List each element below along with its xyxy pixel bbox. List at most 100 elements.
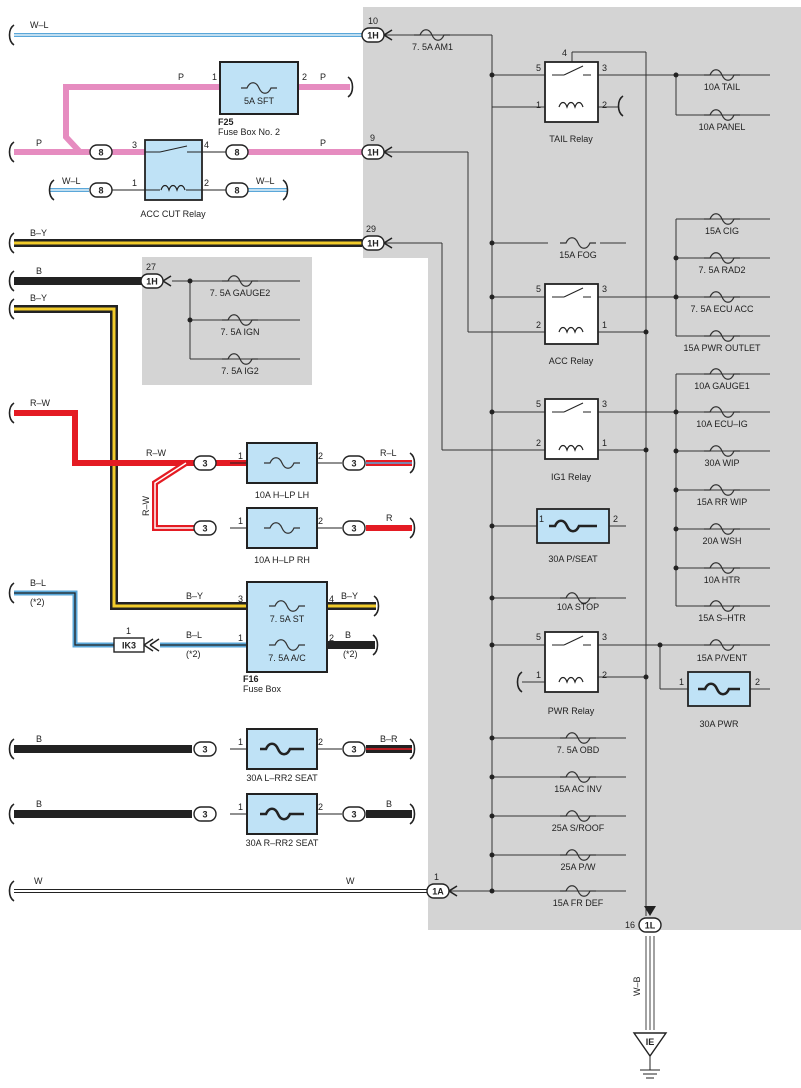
r-rr2-seat-box [230,793,342,835]
svg-text:1: 1 [212,72,217,82]
svg-text:25A P/W: 25A P/W [560,862,596,872]
svg-text:2: 2 [613,514,618,524]
connector-3-f: 3 [342,741,366,757]
svg-text:5: 5 [536,63,541,73]
svg-text:2: 2 [204,178,209,188]
ig1-relay [544,398,599,460]
svg-text:4: 4 [329,594,334,604]
svg-text:2: 2 [536,320,541,330]
svg-text:3: 3 [602,284,607,294]
svg-text:1H: 1H [367,148,379,158]
svg-text:7. 5A A/C: 7. 5A A/C [268,653,306,663]
svg-text:5: 5 [536,399,541,409]
connector-1h-29: 1H 29 [361,224,393,251]
svg-text:2: 2 [602,100,607,110]
svg-text:7. 5A IGN: 7. 5A IGN [220,327,259,337]
svg-text:1: 1 [238,451,243,461]
svg-text:W–B: W–B [632,976,642,996]
svg-text:3: 3 [351,524,356,534]
svg-text:PWR Relay: PWR Relay [548,706,595,716]
svg-text:P: P [178,72,184,82]
svg-text:1: 1 [238,516,243,526]
connector-8-a: 8 [89,144,113,160]
svg-text:5: 5 [536,284,541,294]
svg-text:4: 4 [562,48,567,58]
connector-3-h: 3 [342,806,366,822]
svg-text:10: 10 [368,16,378,26]
connector-1h-27: 1H 27 [140,262,172,289]
svg-text:1: 1 [434,872,439,882]
svg-text:15A S–HTR: 15A S–HTR [698,613,746,623]
ground-ie: IE [632,1032,668,1079]
svg-text:TAIL Relay: TAIL Relay [549,134,593,144]
p-seat-box [536,508,610,544]
component-labels: 7. 5A AM1 5A SFT F25 Fuse Box No. 2 10A … [140,42,761,908]
svg-text:10A H–LP LH: 10A H–LP LH [255,490,309,500]
svg-text:1H: 1H [146,277,158,287]
connector-8-c: 8 [89,182,113,198]
svg-text:W–L: W–L [256,176,275,186]
connector-3-e: 3 [193,741,217,757]
svg-text:1: 1 [539,514,544,524]
svg-text:B–L: B–L [30,578,46,588]
acc-relay [544,283,599,345]
svg-text:1: 1 [536,670,541,680]
svg-text:W: W [34,876,43,886]
svg-text:9: 9 [370,133,375,143]
svg-text:R–W: R–W [141,495,151,516]
svg-text:1H: 1H [367,239,379,249]
svg-text:1A: 1A [432,887,444,897]
svg-text:7. 5A RAD2: 7. 5A RAD2 [698,265,745,275]
connector-3-c: 3 [193,520,217,536]
svg-text:1H: 1H [367,31,379,41]
svg-text:P: P [320,72,326,82]
svg-text:W: W [346,876,355,886]
svg-text:Fuse Box No. 2: Fuse Box No. 2 [218,127,280,137]
svg-text:3: 3 [202,459,207,469]
svg-text:7. 5A ST: 7. 5A ST [270,614,305,624]
svg-text:P: P [36,138,42,148]
svg-text:3: 3 [351,459,356,469]
svg-text:15A AC INV: 15A AC INV [554,784,602,794]
svg-text:15A PWR OUTLET: 15A PWR OUTLET [683,343,761,353]
f16-fuse-box [246,581,328,673]
svg-text:W–L: W–L [62,176,81,186]
svg-text:B–L: B–L [186,630,202,640]
svg-text:ACC Relay: ACC Relay [549,356,594,366]
hlp-lh-box [230,442,342,484]
svg-text:B: B [36,799,42,809]
svg-text:Fuse Box: Fuse Box [243,684,282,694]
svg-text:10A ECU–IG: 10A ECU–IG [696,419,748,429]
svg-text:3: 3 [602,399,607,409]
svg-text:30A P/SEAT: 30A P/SEAT [548,554,598,564]
svg-text:(*2): (*2) [30,597,45,607]
svg-text:10A H–LP RH: 10A H–LP RH [254,555,310,565]
svg-text:8: 8 [234,148,239,158]
svg-text:(*2): (*2) [186,649,201,659]
svg-text:1: 1 [132,178,137,188]
connector-1a-1: 1A 1 [426,872,458,899]
svg-text:3: 3 [202,810,207,820]
svg-text:10A TAIL: 10A TAIL [704,82,740,92]
svg-text:10A HTR: 10A HTR [704,575,741,585]
svg-text:IG1 Relay: IG1 Relay [551,472,592,482]
tail-relay [544,61,599,123]
svg-text:B–R: B–R [380,734,398,744]
svg-text:7. 5A GAUGE2: 7. 5A GAUGE2 [210,288,271,298]
svg-text:B: B [345,630,351,640]
svg-text:10A GAUGE1: 10A GAUGE1 [694,381,750,391]
svg-text:20A WSH: 20A WSH [702,536,741,546]
svg-text:8: 8 [98,186,103,196]
svg-text:2: 2 [602,670,607,680]
svg-text:F16: F16 [243,674,259,684]
svg-text:2: 2 [318,737,323,747]
svg-text:3: 3 [602,632,607,642]
svg-text:2: 2 [755,677,760,687]
connector-8-b: 8 [225,144,249,160]
svg-text:3: 3 [202,745,207,755]
wire-labels: W–L P P P P W–L W–L B–Y B B–Y R–W R–W R–… [30,20,642,996]
connector-3-g: 3 [193,806,217,822]
svg-text:2: 2 [318,451,323,461]
svg-text:7. 5A IG2: 7. 5A IG2 [221,366,259,376]
